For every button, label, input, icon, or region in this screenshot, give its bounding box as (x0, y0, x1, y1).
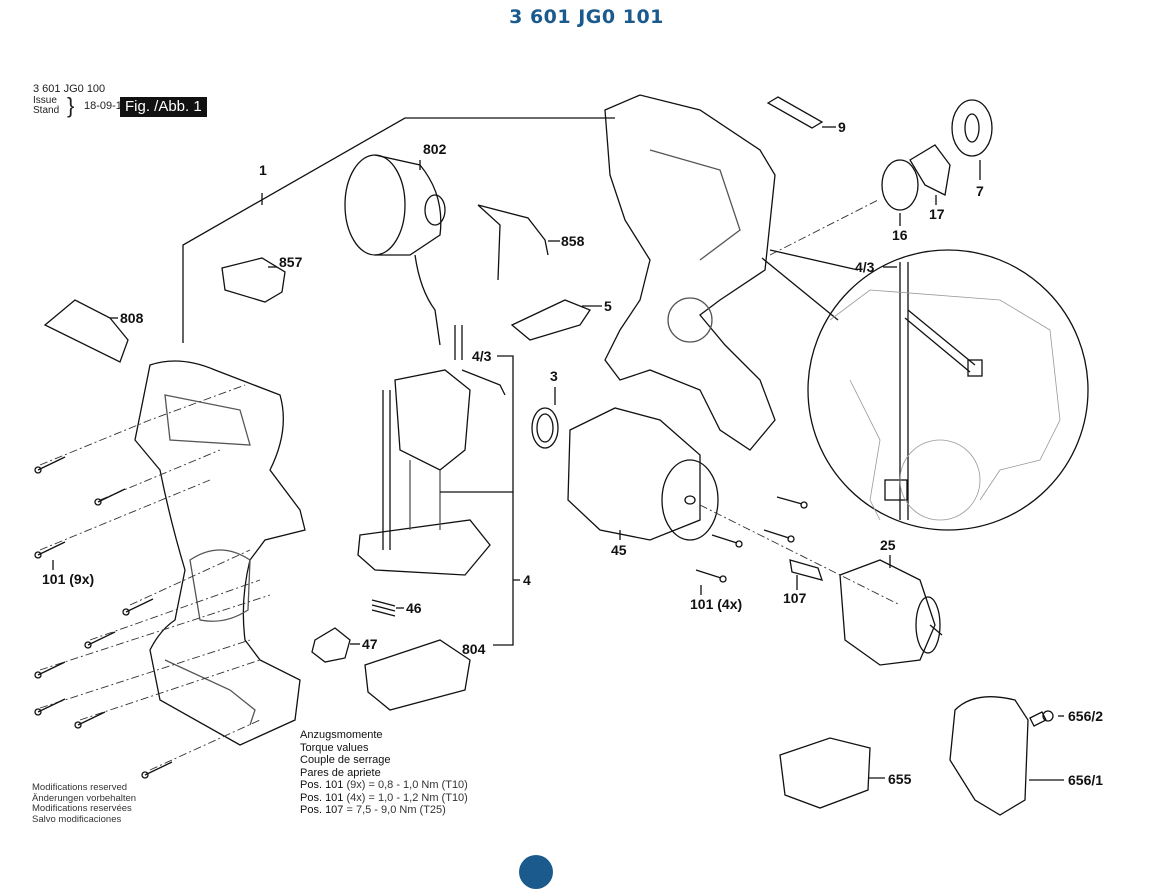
mod-fr: Modifications reservées (32, 803, 132, 814)
label-part-802: 802 (423, 141, 447, 157)
part-16-plate (881, 159, 919, 211)
torque-values-block: Anzugsmomente Torque values Couple de se… (300, 729, 468, 817)
label-part-16: 16 (892, 227, 908, 243)
part-808-shape (43, 299, 129, 363)
torque-row: Pos. 101 (9x) = 0,8 - 1,0 Nm (T10) (300, 779, 468, 792)
detail-circle (807, 249, 1089, 531)
label-part-25: 25 (880, 537, 896, 553)
torque-qty: (9x) (346, 779, 366, 791)
part-3-ring (531, 407, 559, 449)
detail-pointer-1 (761, 257, 839, 321)
housing-right-half (604, 94, 776, 451)
torque-pos: Pos. 101 (300, 791, 344, 804)
part-7-cap (951, 99, 993, 157)
part-655-shape (779, 737, 871, 809)
label-part-101-4x: 101 (4x) (690, 596, 743, 612)
label-part-107: 107 (783, 590, 807, 606)
issue-label: Issue (33, 95, 57, 106)
label-part-656-2: 656/2 (1068, 708, 1104, 724)
label-part-101-9x: 101 (9x) (42, 571, 95, 587)
label-part-4-3-detail: 4/3 (855, 259, 875, 275)
issue-block: Issue Stand } 18-09-18 (33, 95, 128, 117)
label-part-9: 9 (838, 119, 846, 135)
detail-pointer-2 (769, 249, 859, 271)
part-4-electronics (357, 325, 506, 576)
part-17-clutch (909, 144, 951, 196)
mod-en: Modifications reserved (32, 782, 128, 793)
label-part-47: 47 (362, 636, 378, 652)
label-part-857: 857 (279, 254, 303, 270)
part-804-shape (364, 639, 471, 711)
screw-107 (789, 559, 823, 581)
label-part-7: 7 (976, 183, 984, 199)
brace-symbol: } (67, 93, 75, 118)
label-part-17: 17 (929, 206, 945, 222)
torque-row: Pos. 101 (4x) = 1,0 - 1,2 Nm (T10) (300, 792, 468, 805)
label-part-804: 804 (462, 641, 486, 657)
label-part-45: 45 (611, 542, 627, 558)
label-part-656-1: 656/1 (1068, 772, 1104, 788)
label-part-808: 808 (120, 310, 144, 326)
label-part-4: 4 (523, 572, 531, 588)
part-858-shape (477, 204, 549, 281)
modifications-notice: Modifications reserved Änderungen vorbeh… (32, 782, 137, 825)
label-part-3: 3 (550, 368, 558, 384)
torque-pos: Pos. 101 (300, 779, 344, 791)
exploded-view-diagram (34, 94, 1089, 816)
torque-qty: (4x) (346, 791, 366, 804)
detail-housing-sketch (829, 289, 1061, 521)
leader-1 (182, 117, 615, 343)
screws-101-9x (34, 456, 173, 779)
part-47-shape (311, 627, 351, 663)
label-part-1: 1 (259, 162, 267, 178)
label-part-46: 46 (406, 600, 422, 616)
screws-101-4x (695, 496, 808, 583)
torque-value: = 7,5 - 9,0 Nm (T25) (346, 804, 446, 816)
leader-4-3 (497, 355, 514, 492)
torque-heading-en: Torque values (300, 741, 369, 754)
label-part-5: 5 (604, 298, 612, 314)
part-45-gearbox (567, 407, 719, 541)
brand-badge-icon (519, 855, 553, 889)
stand-label: Stand (33, 105, 60, 116)
figure-label: Fig. /Abb. 1 (120, 97, 207, 117)
page-title: 3 601 JG0 101 (509, 6, 664, 28)
label-part-858: 858 (561, 233, 585, 249)
detail-wires (884, 262, 983, 520)
torque-heading-fr: Couple de serrage (300, 754, 391, 766)
issue-date: 18-09-18 (84, 100, 129, 112)
torque-pos: Pos. 107 (300, 804, 344, 816)
part-802-motor (344, 154, 446, 346)
torque-value: = 1,0 - 1,2 Nm (T10) (368, 791, 468, 804)
part-25-chuck (839, 559, 943, 666)
mod-es: Salvo modificaciones (32, 813, 122, 825)
housing-left-half (134, 360, 306, 746)
part-9-shape (766, 96, 824, 129)
label-part-655: 655 (888, 771, 912, 787)
torque-heading-es: Pares de apriete (300, 766, 381, 779)
torque-heading-de: Anzugsmomente (300, 729, 383, 741)
part-656-1-shape (949, 696, 1029, 816)
document-number: 3 601 JG0 100 (33, 83, 106, 95)
part-46-shape (371, 599, 396, 617)
mod-de: Änderungen vorbehalten (32, 792, 137, 804)
torque-value: = 0,8 - 1,0 Nm (T10) (368, 779, 468, 791)
label-part-4-3: 4/3 (472, 348, 492, 364)
part-5-shape (510, 299, 591, 341)
part-857-shape (221, 257, 286, 303)
leader-4 (440, 491, 520, 646)
torque-row: Pos. 107 = 7,5 - 9,0 Nm (T25) (300, 804, 468, 817)
